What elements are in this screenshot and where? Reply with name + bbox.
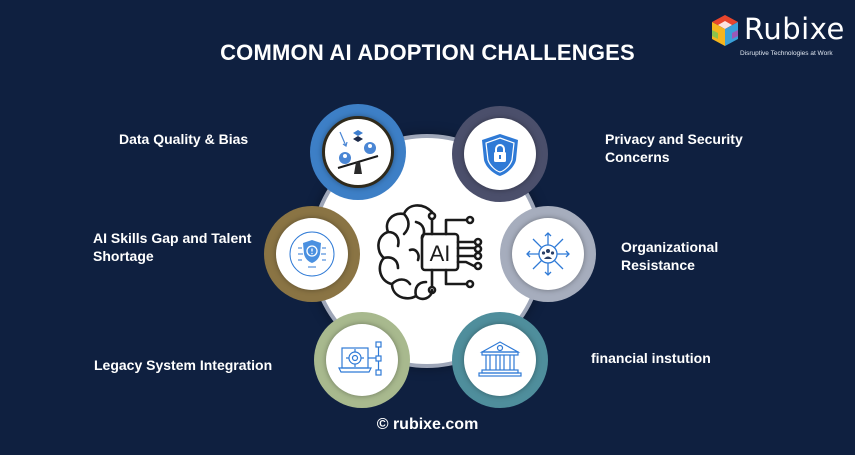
laptop-gear-flow-icon	[338, 341, 382, 376]
node-skills-gap	[264, 206, 360, 302]
shield-lock-icon	[482, 134, 518, 176]
bank-building-icon	[478, 341, 522, 377]
label-financial-institution: financial instution	[591, 350, 711, 366]
cube-logo-icon	[712, 15, 738, 46]
rubixe-logo: Rubixe Disruptive Technologies at Work	[708, 12, 848, 62]
shield-alert-network-icon	[289, 231, 335, 277]
logo-tagline: Disruptive Technologies at Work	[740, 50, 833, 57]
node-privacy-security	[452, 106, 548, 202]
footer-copyright: © rubixe.com	[376, 416, 479, 433]
ai-brain-chip-icon: AI	[377, 204, 483, 301]
node-org-resistance	[500, 206, 596, 302]
label-skills-gap: AI Skills Gap and Talent Shortage	[93, 230, 252, 264]
label-legacy-integration: Legacy System Integration	[94, 357, 273, 373]
page-title: COMMON AI ADOPTION CHALLENGES	[220, 40, 635, 65]
people-arrows-icon	[526, 232, 570, 276]
logo-wordmark: Rubixe	[744, 12, 845, 46]
node-data-quality	[310, 104, 406, 200]
balance-scale-data-icon	[337, 130, 379, 174]
node-financial-institution	[452, 312, 548, 408]
label-privacy-security: Privacy and Security Concerns	[605, 131, 743, 165]
label-org-resistance: Organizational Resistance	[621, 239, 719, 273]
svg-text:AI: AI	[430, 241, 451, 266]
label-data-quality: Data Quality & Bias	[119, 131, 249, 147]
node-legacy-integration	[314, 312, 410, 408]
